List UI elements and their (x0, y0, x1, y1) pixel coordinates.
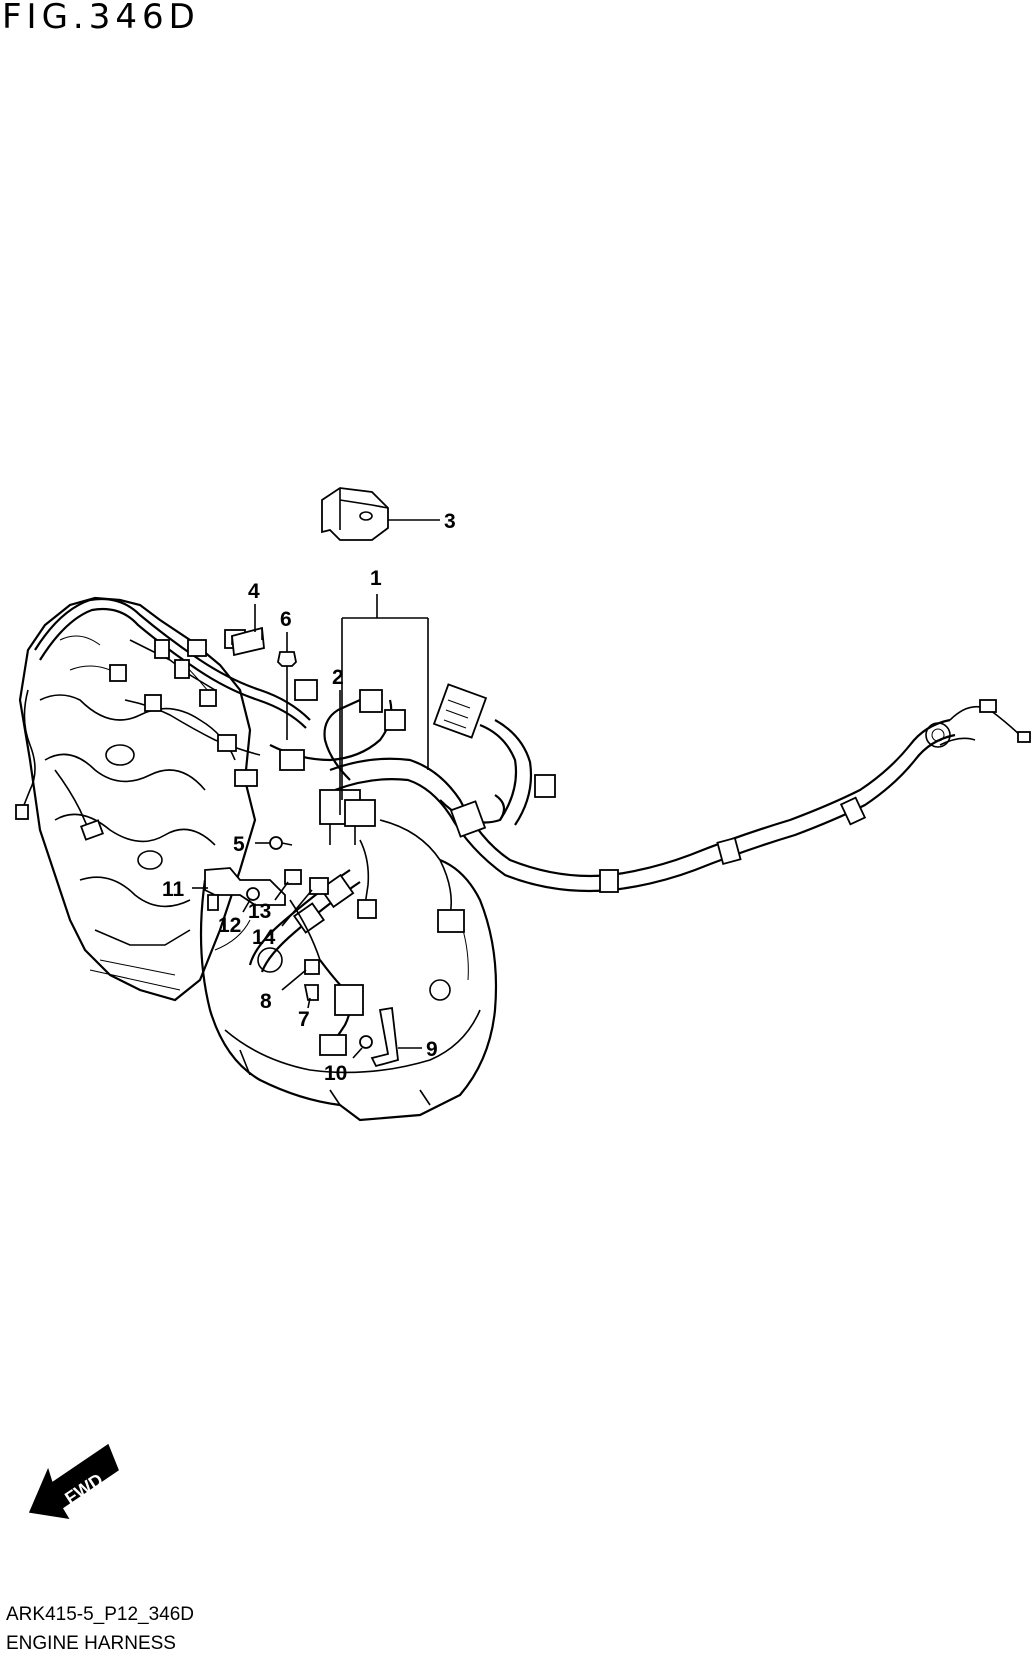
part-5-bolt (269, 836, 293, 850)
callout-2: 2 (332, 666, 344, 689)
callout-7: 7 (298, 1008, 310, 1031)
transmission-harness (248, 869, 364, 1056)
callout-11: 11 (162, 878, 185, 901)
part-10-bolt (359, 1035, 373, 1049)
part-14-clamp (309, 877, 329, 895)
callout-8: 8 (260, 990, 272, 1013)
part-12-bolt (246, 887, 260, 901)
fwd-arrow: FWD (28, 1443, 119, 1519)
callout-labels: 1 2 3 4 5 6 7 8 9 10 11 12 13 14 (162, 510, 456, 1085)
part-8-clamp (304, 959, 320, 975)
part-13-clamp (284, 869, 302, 885)
main-harness-trunk (329, 683, 1031, 893)
part-4-clip (231, 626, 265, 657)
part-7-bracket (303, 984, 319, 1001)
figure-name: ENGINE HARNESS (6, 1633, 176, 1654)
callout-10: 10 (324, 1062, 347, 1085)
part-9-bracket (370, 1006, 399, 1068)
part-3-protector (321, 487, 389, 541)
figure-code: ARK415-5_P12_346D (6, 1604, 195, 1625)
callout-12: 12 (218, 914, 241, 937)
callout-1: 1 (370, 567, 382, 590)
transmission-housing (199, 858, 498, 1122)
callout-3: 3 (444, 510, 456, 533)
harness-junction (269, 679, 465, 933)
leader-lines (192, 519, 440, 1059)
callout-5: 5 (233, 833, 245, 856)
engine-block (18, 596, 257, 1002)
figure-title: FIG.346D (2, 0, 200, 37)
callout-4: 4 (248, 580, 260, 603)
part-11-bracket (204, 867, 286, 911)
callout-13: 13 (248, 900, 271, 923)
engine-harness-wiring (15, 597, 311, 841)
part-6-bolt (277, 651, 297, 740)
callout-14: 14 (252, 926, 276, 949)
callout-9: 9 (426, 1038, 438, 1061)
callout-6: 6 (280, 608, 292, 631)
